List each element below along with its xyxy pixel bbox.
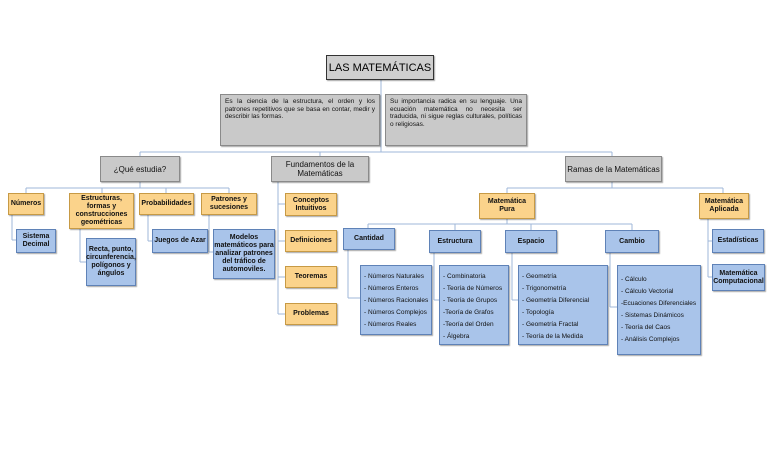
fundamentos-box: Fundamentos de la Matemáticas [271, 156, 369, 182]
ramas-box: Ramas de la Matemáticas [565, 156, 662, 182]
conceptos-text: Conceptos Intuitivos [292, 196, 330, 212]
estructura-list: - Combinatoria - Teoría de Números - Teo… [439, 265, 509, 345]
matematica-aplicada-box: Matemática Aplicada [699, 193, 749, 219]
patrones-box: Patrones y sucesiones [201, 193, 257, 215]
estructura-text: Estructura [437, 237, 473, 245]
sistema-decimal-text: Sistema Decimal [22, 233, 50, 248]
description-right-text: Su importancia radica en su lenguaje. Un… [390, 98, 522, 128]
list-item: - Combinatoria [443, 273, 486, 280]
list-item: - Teoría del Caos [621, 324, 671, 331]
list-item: - Números Racionales [364, 297, 429, 304]
probabilidades-text: Probabilidades [141, 200, 192, 207]
numeros-box: Números [8, 193, 44, 215]
list-item: - Cálculo Vectorial [621, 288, 674, 295]
list-item: - Teoría de Grupos [443, 297, 498, 304]
recta-text: Recta, punto, circunferencia, polígonos … [86, 246, 136, 277]
list-item: - Análisis Complejos [621, 336, 680, 343]
fundamentos-text: Fundamentos de la Matemáticas [285, 160, 355, 178]
probabilidades-box: Probabilidades [139, 193, 194, 215]
cambio-box: Cambio [605, 230, 659, 253]
definiciones-text: Definiciones [290, 237, 332, 244]
list-item: - Geometría Diferencial [522, 297, 590, 304]
numeros-text: Números [10, 200, 42, 207]
title-box: LAS MATEMÁTICAS [326, 55, 434, 80]
teoremas-text: Teoremas [294, 273, 328, 280]
description-left-text: Es la ciencia de la estructura, el orden… [225, 98, 375, 120]
espacio-box: Espacio [505, 230, 557, 253]
list-item: -Teoría del Orden [443, 321, 494, 328]
teoremas-box: Teoremas [285, 266, 337, 288]
list-item: -Ecuaciones Diferenciales [621, 300, 697, 307]
estadisticas-text: Estadísticas [717, 237, 759, 244]
list-item: - Números Enteros [364, 285, 419, 292]
estructuras-box: Estructuras, formas y construcciones geo… [69, 193, 134, 229]
problemas-box: Problemas [285, 303, 337, 325]
sistema-decimal-box: Sistema Decimal [16, 229, 56, 253]
matematica-pura-text: Matemática Pura [487, 198, 527, 213]
list-item: - Teoría de Números [443, 285, 503, 292]
cantidad-list: - Números Naturales - Números Enteros - … [360, 265, 432, 335]
estructura-box: Estructura [429, 230, 481, 253]
problemas-text: Problemas [293, 310, 329, 317]
cambio-text: Cambio [619, 237, 645, 245]
list-item: - Sistemas Dinámicos [621, 312, 684, 319]
list-item: -Teoría de Grafos [443, 309, 494, 316]
title-text: LAS MATEMÁTICAS [328, 61, 432, 74]
modelos-text: Modelos matemáticos para analizar patron… [214, 234, 274, 273]
que-estudia-text: ¿Qué estudia? [113, 164, 167, 174]
espacio-list: - Geometría - Trigonometría - Geometría … [518, 265, 608, 345]
computacional-text: Matemática Computacional [713, 269, 764, 285]
matematica-pura-box: Matemática Pura [479, 193, 535, 219]
list-item: - Cálculo [621, 276, 647, 283]
list-item: - Números Reales [364, 321, 417, 328]
description-left: Es la ciencia de la estructura, el orden… [220, 94, 380, 146]
matematica-aplicada-text: Matemática Aplicada [704, 198, 744, 213]
definiciones-box: Definiciones [285, 230, 337, 252]
list-item: - Números Naturales [364, 273, 424, 280]
patrones-text: Patrones y sucesiones [209, 196, 249, 211]
conceptos-box: Conceptos Intuitivos [285, 193, 337, 216]
recta-box: Recta, punto, circunferencia, polígonos … [86, 238, 136, 286]
list-item: - Álgebra [443, 333, 470, 340]
que-estudia-box: ¿Qué estudia? [100, 156, 180, 182]
computacional-box: Matemática Computacional [712, 264, 765, 291]
list-item: - Números Complejos [364, 309, 427, 316]
modelos-box: Modelos matemáticos para analizar patron… [213, 229, 275, 279]
ramas-text: Ramas de la Matemáticas [567, 164, 660, 174]
description-right: Su importancia radica en su lenguaje. Un… [385, 94, 527, 146]
list-item: - Trigonometría [522, 285, 567, 292]
list-item: - Teoría de la Medida [522, 333, 583, 340]
estadisticas-box: Estadísticas [712, 229, 764, 253]
cantidad-text: Cantidad [354, 235, 384, 242]
espacio-text: Espacio [517, 237, 545, 245]
list-item: - Geometría [522, 273, 557, 280]
cantidad-box: Cantidad [343, 228, 395, 250]
cambio-list: - Cálculo - Cálculo Vectorial -Ecuacione… [617, 265, 701, 355]
estructuras-text: Estructuras, formas y construcciones geo… [75, 195, 128, 226]
juegos-azar-text: Juegos de Azar [154, 237, 206, 244]
juegos-azar-box: Juegos de Azar [152, 229, 208, 253]
list-item: - Geometría Fractal [522, 321, 579, 328]
list-item: - Topología [522, 309, 555, 316]
